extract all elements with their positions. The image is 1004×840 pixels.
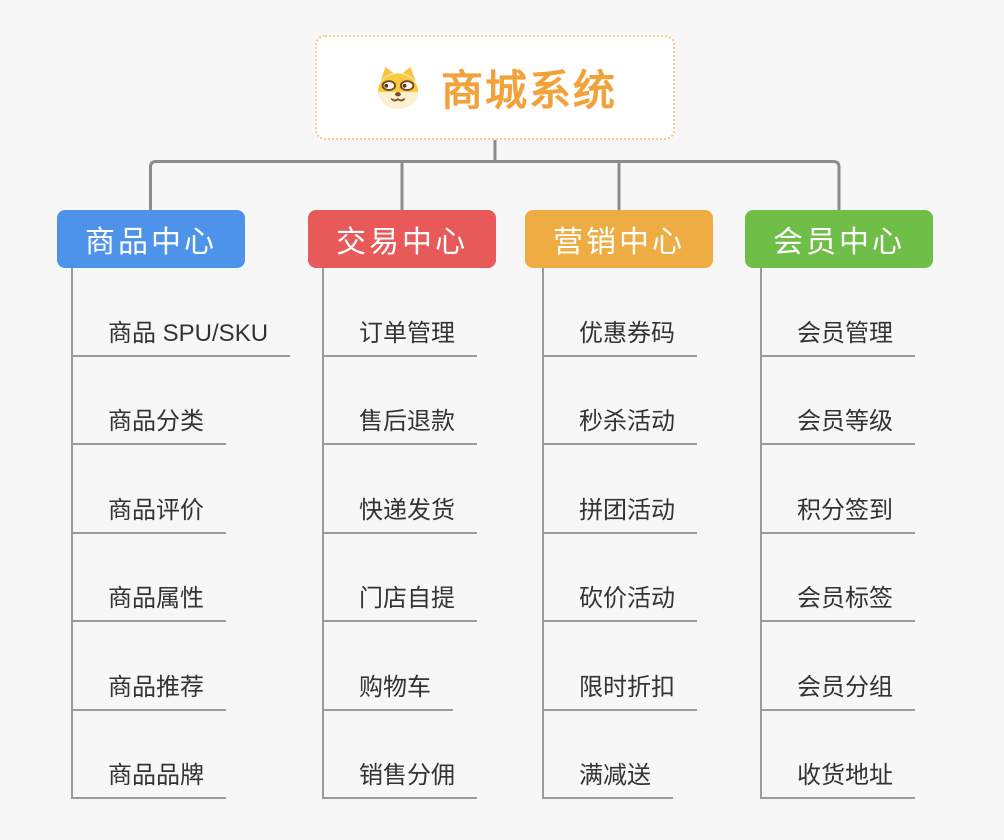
child-topic[interactable]: 购物车 [324,667,453,711]
child-topic[interactable]: 销售分佣 [324,755,477,800]
branch-node-member-center[interactable]: 会员中心 [745,210,933,268]
branch-node-product-center[interactable]: 商品中心 [57,210,245,268]
branch-node-trade-center[interactable]: 交易中心 [308,210,496,268]
child-topic[interactable]: 门店自提 [324,578,477,623]
child-topic[interactable]: 售后退款 [324,401,477,446]
child-topic[interactable]: 砍价活动 [544,578,697,623]
child-topic[interactable]: 优惠券码 [544,313,697,357]
child-topic[interactable]: 限时折扣 [544,667,697,711]
child-topic[interactable]: 会员管理 [762,313,915,357]
branch-node-label: 会员中心 [773,226,905,259]
child-topic[interactable]: 秒杀活动 [544,401,697,446]
dog-face-icon [377,66,419,109]
child-topic[interactable]: 会员等级 [762,401,915,446]
branch-children-spine-marketing: 优惠券码 秒杀活动 拼团活动 砍价活动 限时折扣 满减送 [542,268,697,800]
child-topic[interactable]: 订单管理 [324,313,477,357]
branch-children-spine-member: 会员管理 会员等级 积分签到 会员标签 会员分组 收货地址 [760,268,915,800]
child-topic[interactable]: 商品属性 [73,578,226,623]
branch-node-label: 营销中心 [553,226,685,259]
root-node-title: 商城系统 [440,67,617,114]
branch-node-marketing-center[interactable]: 营销中心 [525,210,713,268]
child-topic[interactable]: 收货地址 [762,755,915,800]
child-topic[interactable]: 会员标签 [762,578,915,623]
branch-children-spine-trade: 订单管理 售后退款 快递发货 门店自提 购物车 销售分佣 [322,268,477,800]
child-topic[interactable]: 商品品牌 [73,755,226,800]
child-topic[interactable]: 积分签到 [762,490,915,534]
child-topic[interactable]: 满减送 [544,755,673,800]
child-topic[interactable]: 商品推荐 [73,667,226,711]
child-topic[interactable]: 商品分类 [73,401,226,446]
branch-node-label: 商品中心 [85,226,217,259]
connector-path [149,140,841,210]
branch-children-spine-product: 商品 SPU/SKU 商品分类 商品评价 商品属性 商品推荐 商品品牌 [71,268,291,800]
branch-node-label: 交易中心 [336,226,468,259]
child-topic[interactable]: 快递发货 [324,490,477,534]
child-topic[interactable]: 会员分组 [762,667,915,711]
child-topic[interactable]: 拼团活动 [544,490,697,534]
child-topic[interactable]: 商品评价 [73,490,226,534]
child-topic[interactable]: 商品 SPU/SKU [73,313,291,357]
root-node[interactable]: 商城系统 [315,35,675,140]
